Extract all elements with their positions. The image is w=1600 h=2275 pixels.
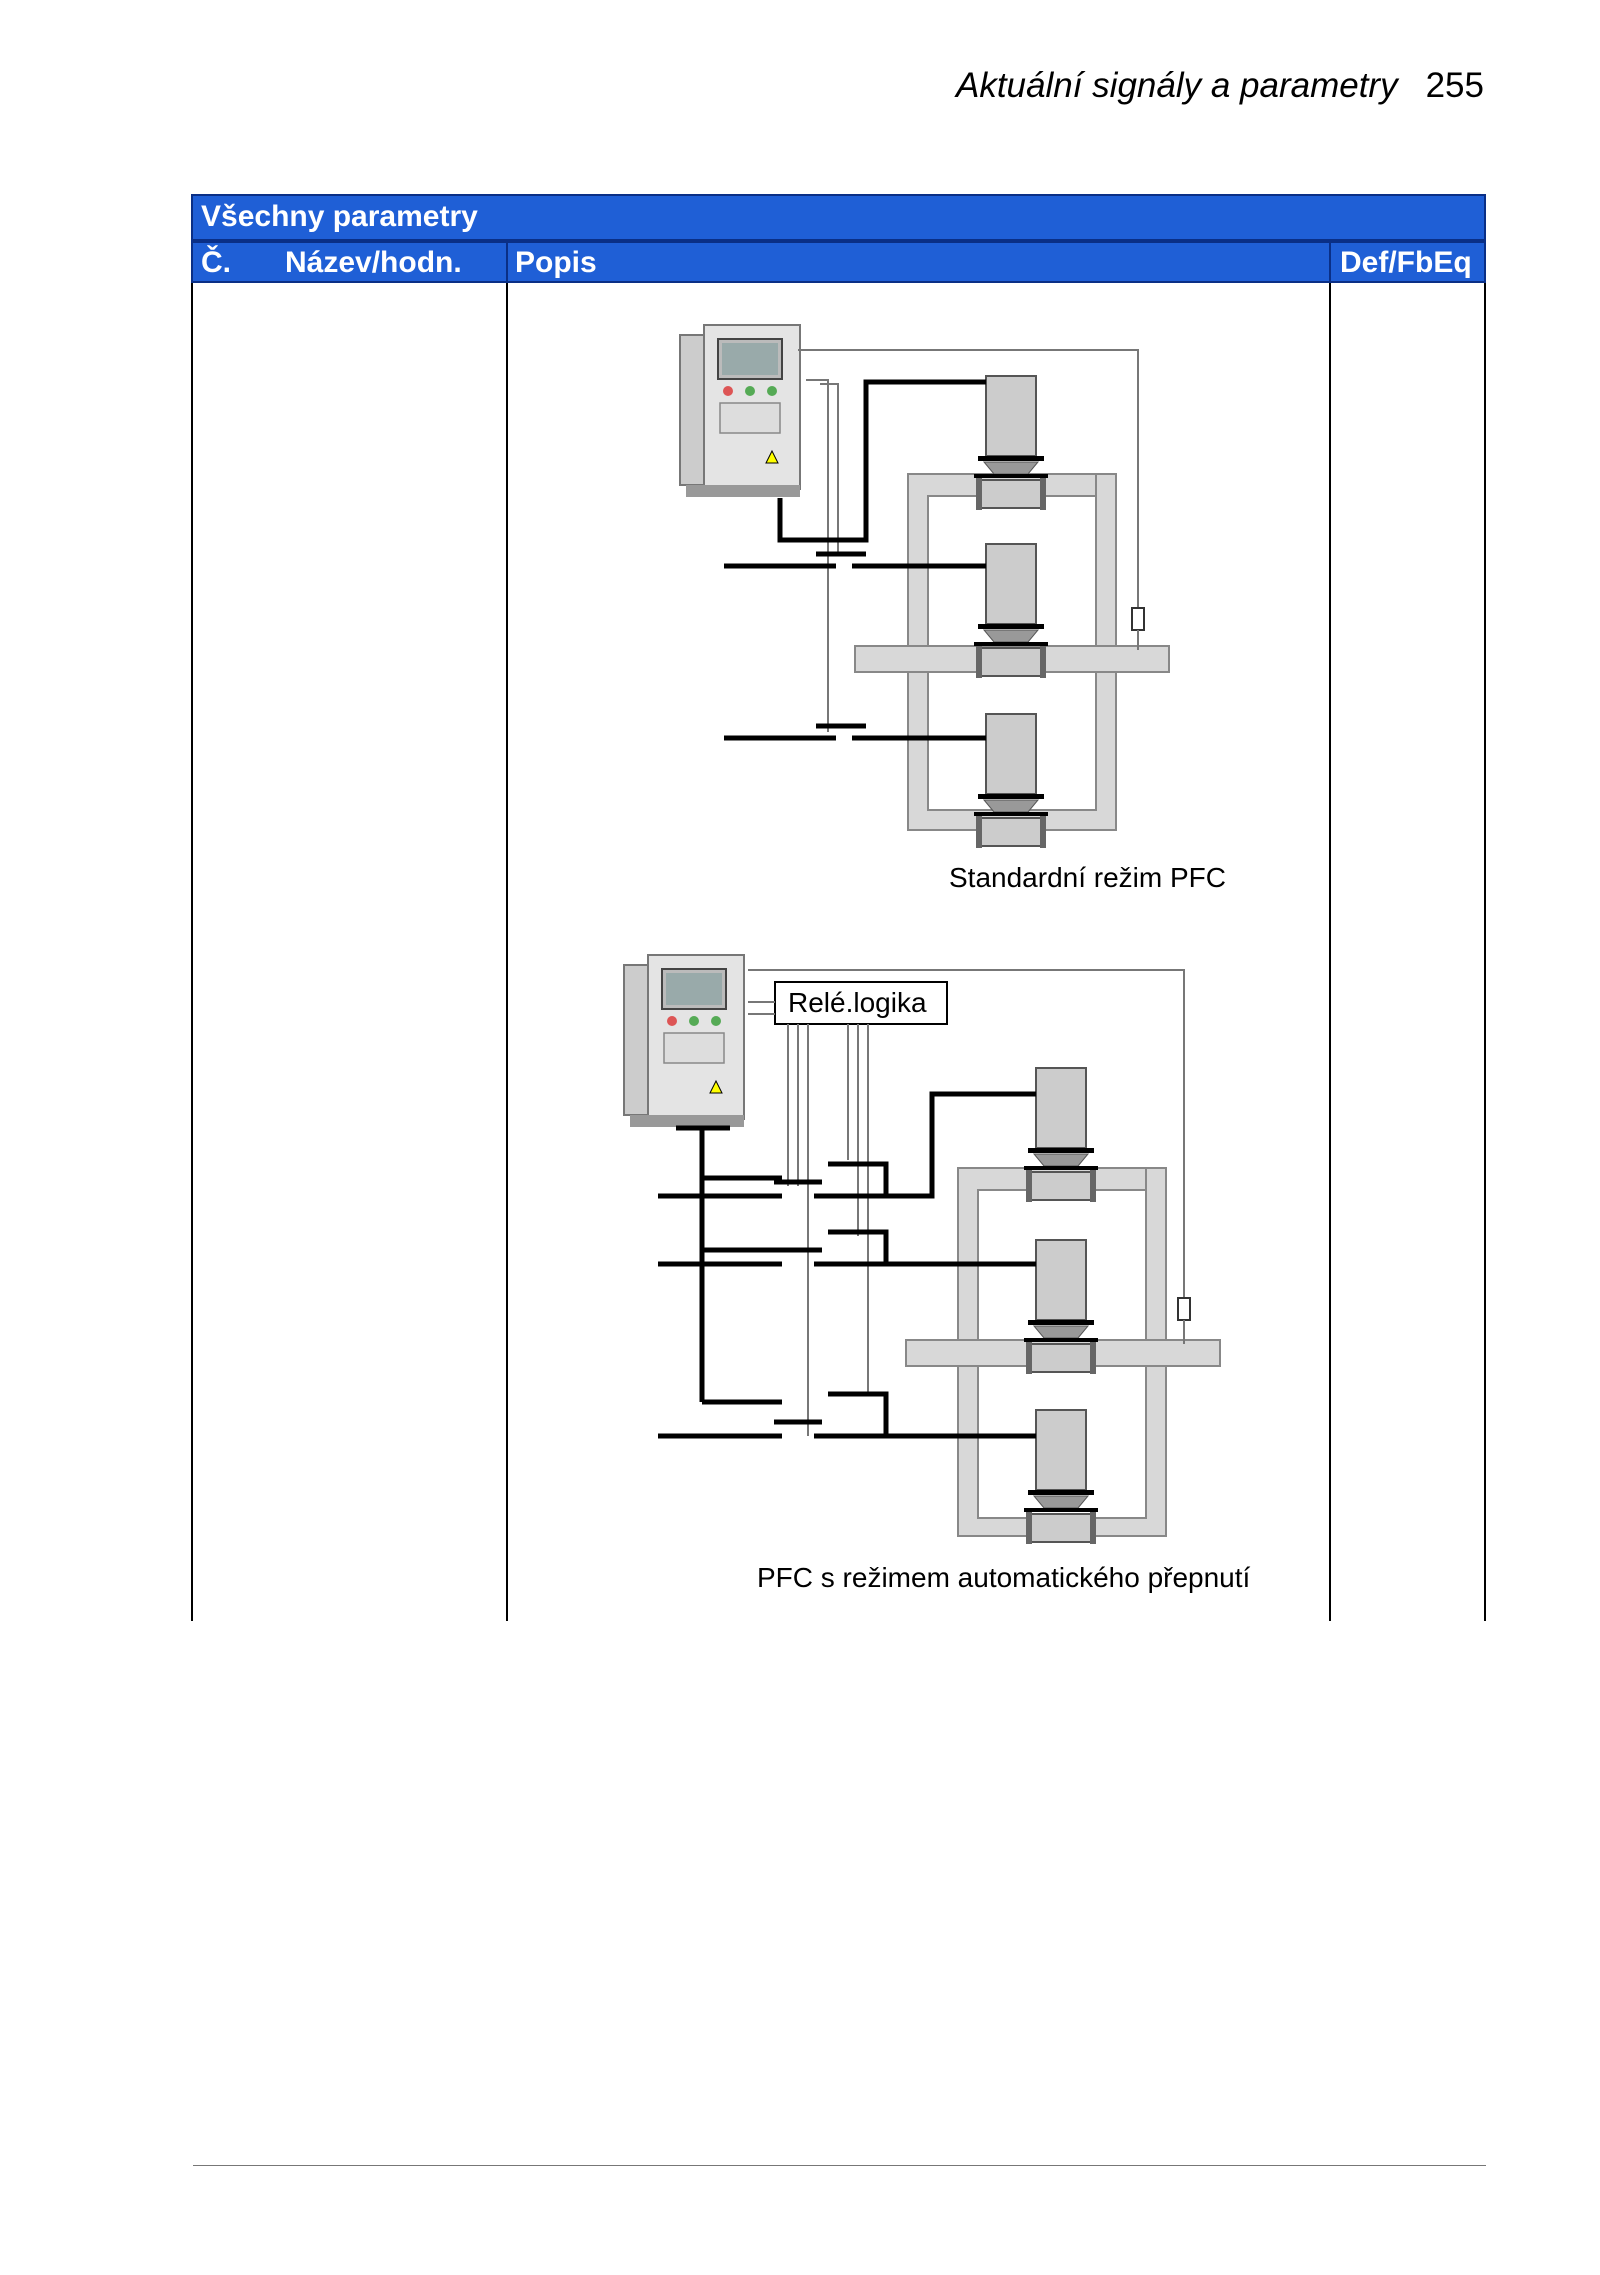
standard-pfc-caption: Standardní režim PFC (949, 862, 1226, 893)
table-header-row: Č. Název/hodn. Popis Def/FbEq (191, 241, 1486, 283)
parameter-table: Všechny parametry Č. Název/hodn. Popis D… (191, 194, 1486, 1621)
header-divider (1329, 241, 1331, 283)
footer-rule (193, 2165, 1486, 2166)
pfc-diagrams: Standardní režim PFC Relé.logika (623, 324, 1251, 1593)
autochange-pfc-caption: PFC s režimem automatického přepnutí (757, 1562, 1251, 1593)
header-divider (506, 241, 508, 283)
table-left-border (191, 283, 193, 1621)
section-title: Aktuální signály a parametry (955, 66, 1398, 105)
relay-logic-label: Relé.logika (788, 987, 927, 1018)
table-title-band: Všechny parametry (191, 194, 1486, 241)
col-description-header: Popis (515, 246, 597, 279)
table-title: Všechny parametry (201, 200, 478, 233)
col-number-header: Č. (201, 246, 231, 279)
page-number: 255 (1425, 66, 1484, 105)
column-divider (1329, 283, 1331, 1621)
running-header: Aktuální signály a parametry 255 (956, 66, 1484, 106)
autochange-pfc-diagram: Relé.logika PFC s režimem automatického … (623, 954, 1251, 1593)
table-right-border (1484, 283, 1486, 1621)
col-name-header: Název/hodn. (285, 246, 462, 279)
column-divider (506, 283, 508, 1621)
col-default-header: Def/FbEq (1340, 246, 1472, 279)
standard-pfc-diagram: Standardní režim PFC (679, 324, 1226, 893)
